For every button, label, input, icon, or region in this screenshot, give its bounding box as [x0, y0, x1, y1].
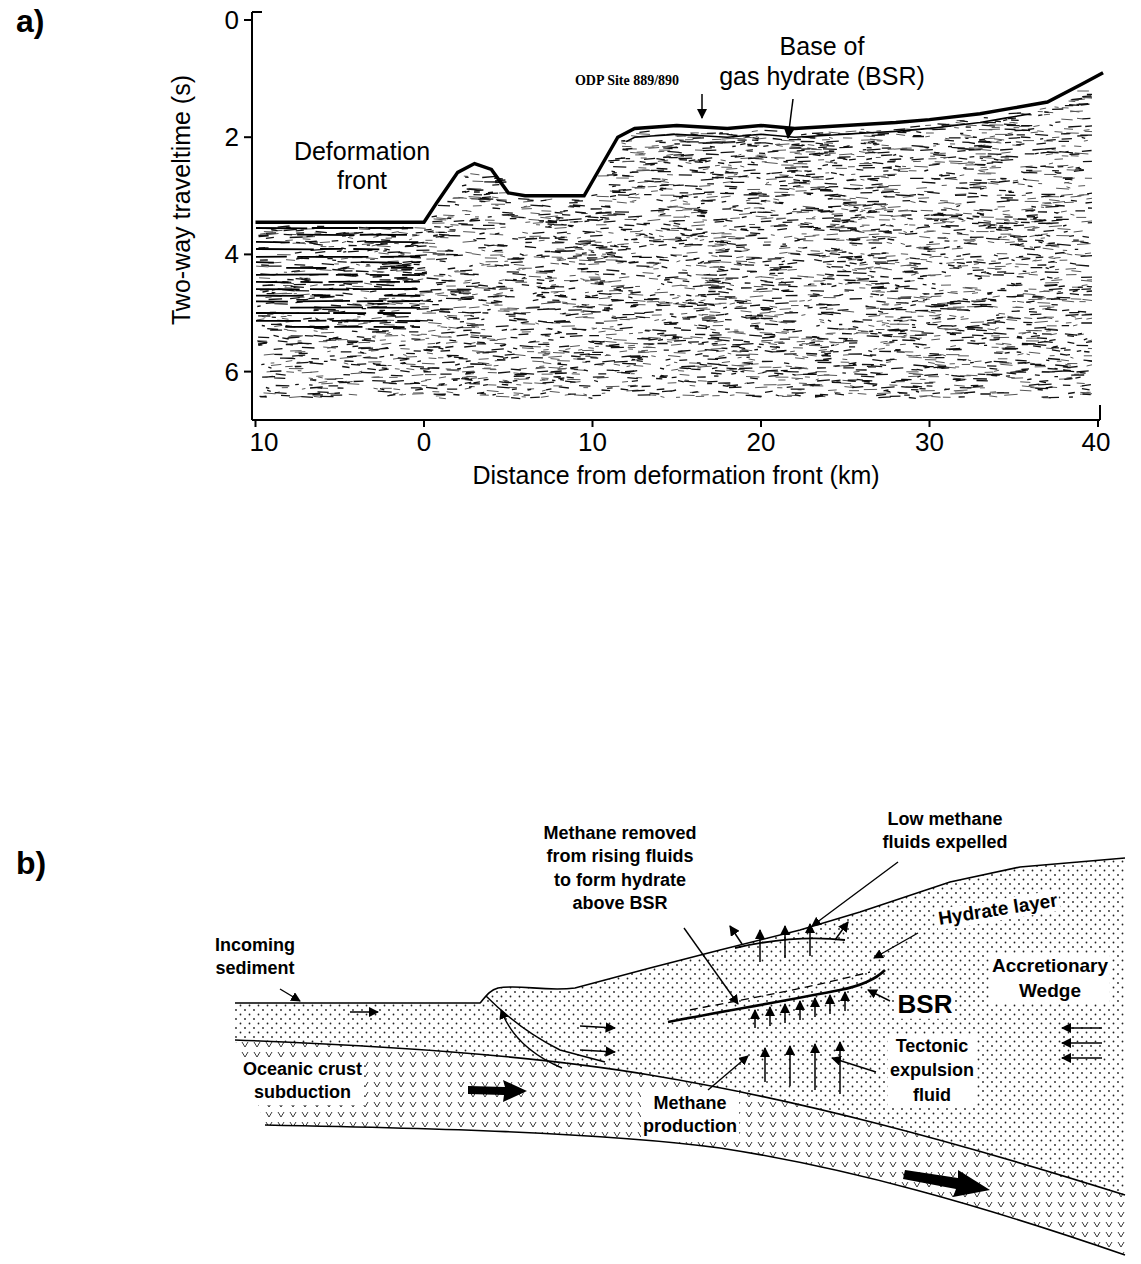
fluid-arrow: [784, 926, 786, 958]
leader-line: [874, 933, 918, 958]
fluid-arrow: [754, 1010, 756, 1028]
callout-label: Hydrate layer: [935, 890, 1061, 930]
axis-frame: [252, 11, 262, 13]
leader-line: [708, 1056, 748, 1090]
fluid-arrow: [844, 992, 846, 1011]
callout-label: Methane removed from rising fluids to fo…: [541, 822, 698, 916]
y-axis: [251, 12, 253, 420]
x-tick: [760, 420, 762, 427]
thrust-line: [486, 996, 605, 1062]
axis-frame: [1099, 405, 1101, 420]
schematic-section: [235, 858, 1125, 1255]
axis-title: Two-way traveltime (s): [168, 73, 196, 327]
x-tick: [592, 420, 594, 427]
subduction-arrow: [468, 1080, 527, 1102]
callout-label: Methane production: [641, 1092, 739, 1139]
axis-title: Distance from deformation front (km): [470, 462, 881, 490]
tick-label: 4: [223, 240, 241, 269]
callout-label: Incoming sediment: [213, 934, 297, 981]
fluid-arrow: [764, 1048, 766, 1082]
fluid-arrow: [799, 1001, 801, 1020]
fluid-arrow: [829, 995, 831, 1014]
leader-line: [684, 928, 738, 1004]
fluid-arrow: [839, 1042, 841, 1094]
seismic-section: [244, 12, 1103, 427]
bsr-pointer: [788, 99, 793, 138]
y-tick: [244, 253, 252, 255]
site-label: ODP Site 889/890: [573, 73, 681, 88]
seismic-strata: [256, 228, 420, 327]
leader-line: [832, 1058, 876, 1072]
y-tick: [244, 371, 252, 373]
tick-label: 10: [248, 428, 281, 457]
seismic-noise: [257, 94, 1092, 398]
callout-label: Tectonic expulsion fluid: [888, 1034, 976, 1107]
hydrate-top-line: [735, 938, 845, 948]
x-tick: [423, 420, 425, 427]
crust-fill: [235, 1040, 1125, 1255]
hydrate-base-dashed: [690, 972, 870, 1010]
fluid-arrow: [835, 922, 848, 940]
motion-arrow: [580, 1026, 615, 1028]
motion-arrow: [1062, 1042, 1102, 1044]
tick-label: 20: [745, 428, 778, 457]
seafloor-reflector: [256, 73, 1104, 222]
y-tick: [244, 136, 252, 138]
fluid-arrow: [789, 1046, 791, 1086]
motion-arrows: [350, 1012, 1102, 1058]
seismic-noise: [256, 91, 1092, 399]
leader-line: [868, 990, 890, 1001]
tick-label: 40: [1080, 428, 1113, 457]
feature-label: Deformation front: [292, 137, 432, 195]
x-tick: [255, 420, 257, 427]
fluid-arrow: [769, 1007, 771, 1026]
motion-arrow: [350, 1011, 378, 1013]
site-pointer: [701, 94, 703, 118]
motion-arrow: [1062, 1027, 1102, 1029]
tick-label: 2: [223, 123, 241, 152]
fluid-arrow: [730, 926, 742, 944]
x-axis: [252, 419, 1100, 421]
callout-label: Oceanic crust subduction: [241, 1058, 364, 1105]
tick-label: 0: [223, 6, 241, 35]
x-tick: [929, 420, 931, 427]
axis-ticks: [244, 20, 1098, 427]
deformation-arrow: [501, 1010, 562, 1068]
fluid-arrow: [814, 1044, 816, 1090]
panel-letter: b): [14, 846, 48, 881]
fluid-arrow: [809, 924, 811, 956]
fluid-arrow: [759, 930, 761, 962]
tick-label: 30: [913, 428, 946, 457]
bsr-line: [668, 970, 885, 1022]
x-tick: [1097, 420, 1099, 427]
panel-letter: a): [14, 4, 46, 39]
motion-arrow: [580, 1050, 615, 1052]
motion-arrow: [1062, 1057, 1102, 1059]
tick-label: 10: [576, 428, 609, 457]
leader-line: [812, 862, 898, 926]
fluid-arrows: [730, 922, 848, 1094]
callout-label: BSR: [896, 990, 955, 1019]
crust-top-line: [235, 1040, 1125, 1195]
feature-label: Base of gas hydrate (BSR): [717, 31, 927, 91]
bsr-reflector: [626, 114, 1030, 142]
seismic-texture: [256, 73, 1104, 399]
tick-label: 0: [415, 428, 433, 457]
y-tick: [244, 19, 252, 21]
crust-bottom-line: [265, 1125, 1125, 1255]
tick-label: 6: [223, 357, 241, 386]
callout-label: Accretionary Wedge: [990, 954, 1110, 1003]
subduction-arrow: [903, 1170, 990, 1197]
fluid-arrow: [784, 1004, 786, 1023]
fluid-arrow: [814, 998, 816, 1017]
leader-line: [280, 989, 300, 1001]
callout-label: Low methane fluids expelled: [880, 808, 1009, 855]
